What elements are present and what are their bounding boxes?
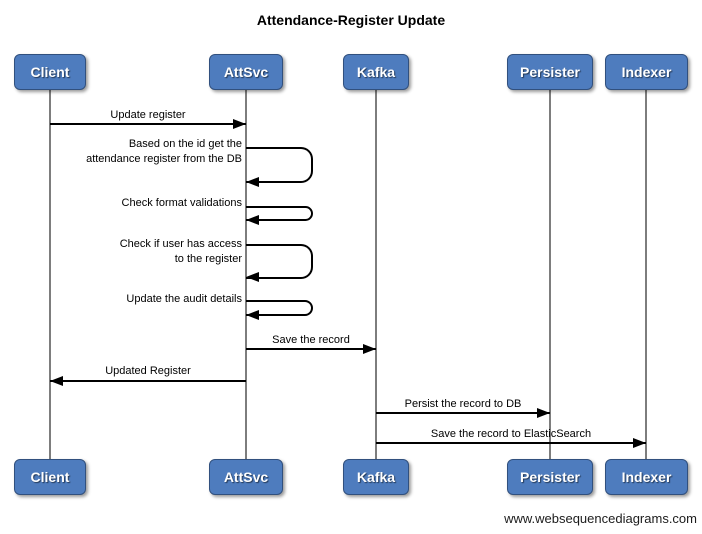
- message-label-get-register: Based on the id get the attendance regis…: [86, 138, 242, 165]
- message-label-check-format: Check format validations: [121, 197, 242, 209]
- watermark-url: www.websequencediagrams.com: [504, 511, 697, 526]
- self-loop-check-access: [246, 244, 313, 279]
- arrowhead-right-icon: [537, 408, 550, 418]
- message-label-save-record: Save the record: [272, 334, 350, 346]
- actor-box-client-top: Client: [14, 54, 86, 90]
- actor-box-attsvc-top: AttSvc: [209, 54, 283, 90]
- lifeline-indexer: [645, 90, 647, 459]
- message-arrow-update-register: [50, 123, 246, 125]
- actor-box-attsvc-bottom: AttSvc: [209, 459, 283, 495]
- self-loop-check-format: [246, 206, 313, 221]
- arrowhead-right-icon: [233, 119, 246, 129]
- message-label-check-access: Check if user has access to the register: [119, 238, 242, 265]
- actor-box-kafka-bottom: Kafka: [343, 459, 409, 495]
- arrowhead-left-icon: [246, 177, 259, 187]
- arrowhead-left-icon: [246, 215, 259, 225]
- lifeline-client: [49, 90, 51, 459]
- message-label-save-elasticsearch: Save the record to ElasticSearch: [430, 428, 592, 440]
- message-label-update-register: Update register: [110, 109, 186, 121]
- actor-box-indexer-top: Indexer: [605, 54, 688, 90]
- arrowhead-right-icon: [363, 344, 376, 354]
- lifeline-persister: [549, 90, 551, 459]
- arrowhead-left-icon: [246, 310, 259, 320]
- self-loop-get-register: [246, 147, 313, 183]
- arrowhead-left-icon: [246, 272, 259, 282]
- diagram-title: Attendance-Register Update: [256, 12, 446, 28]
- actor-box-client-bottom: Client: [14, 459, 86, 495]
- message-label-update-audit: Update the audit details: [126, 293, 242, 305]
- message-arrow-save-record: [246, 348, 376, 350]
- actor-box-persister-top: Persister: [507, 54, 593, 90]
- arrowhead-right-icon: [633, 438, 646, 448]
- actor-box-kafka-top: Kafka: [343, 54, 409, 90]
- message-arrow-persist-db: [376, 412, 550, 414]
- message-arrow-updated-register: [50, 380, 246, 382]
- self-loop-update-audit: [246, 300, 313, 316]
- arrowhead-left-icon: [50, 376, 63, 386]
- message-arrow-save-elasticsearch: [376, 442, 646, 444]
- message-label-persist-db: Persist the record to DB: [404, 398, 522, 410]
- actor-box-indexer-bottom: Indexer: [605, 459, 688, 495]
- lifeline-kafka: [375, 90, 377, 459]
- message-label-updated-register: Updated Register: [105, 365, 191, 377]
- actor-box-persister-bottom: Persister: [507, 459, 593, 495]
